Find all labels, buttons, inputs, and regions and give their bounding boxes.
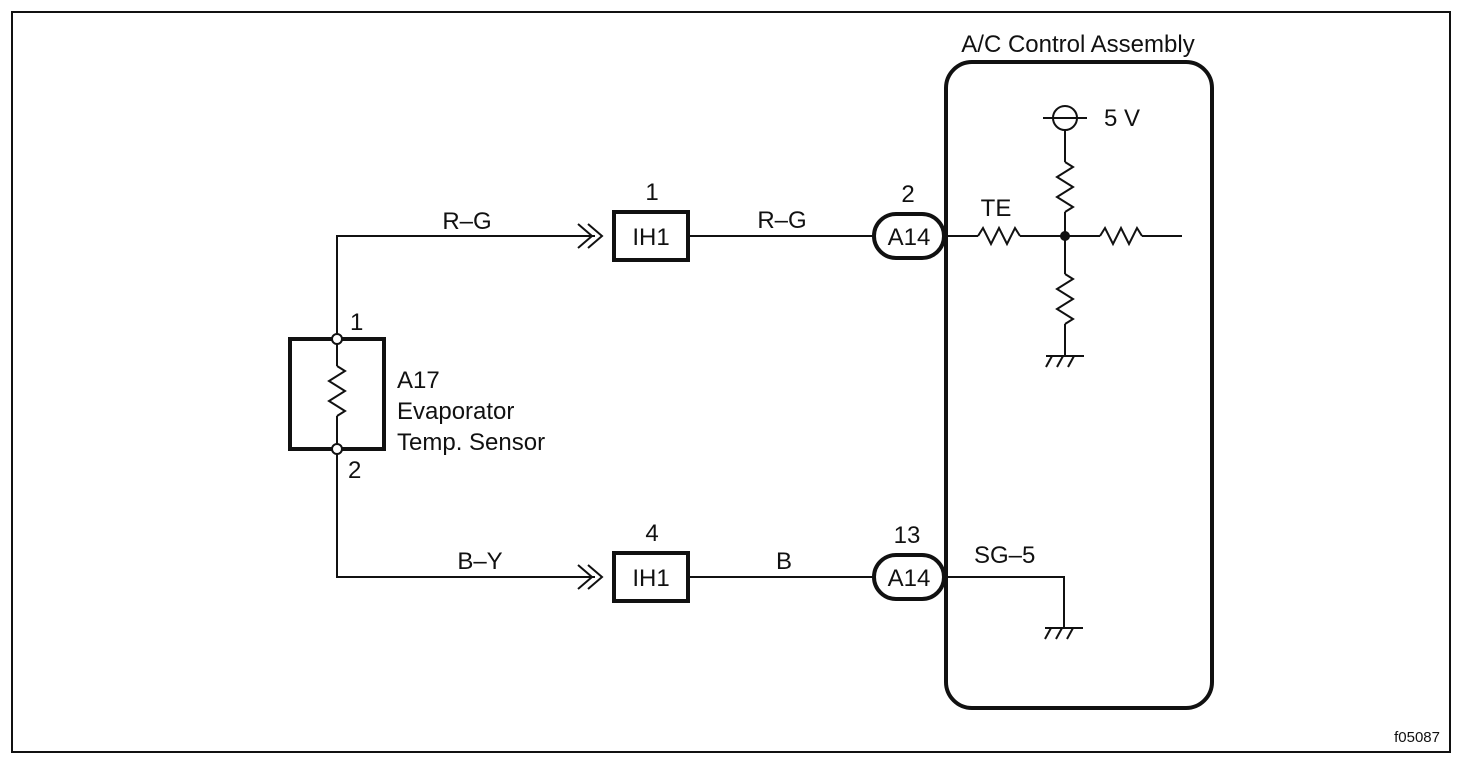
- sensor-resistor-symbol: [327, 365, 347, 417]
- ac-control-assembly-title: A/C Control Assembly: [961, 31, 1194, 58]
- ground-icon: [1045, 355, 1084, 368]
- sensor-pin-1-label: 1: [350, 309, 363, 336]
- te-resistor: [977, 225, 1021, 247]
- sensor-pin-2-terminal: [331, 443, 343, 455]
- ac-control-assembly-box: [944, 60, 1214, 710]
- right-resistor: [1099, 225, 1143, 247]
- a14-top-connector: [872, 212, 946, 260]
- ih1-top-pin: 1: [645, 179, 658, 206]
- a14-bottom-label: A14: [888, 565, 931, 592]
- sensor-pin-2-label: 2: [348, 457, 361, 484]
- supply-voltage-label: 5 V: [1104, 105, 1140, 132]
- sensor-name-line1: Evaporator: [397, 398, 514, 425]
- wire-top-right-color: R–G: [757, 207, 806, 234]
- wire-bottom-left-color: B–Y: [457, 548, 502, 575]
- ih1-top-arrow: [577, 223, 604, 249]
- evaporator-temp-sensor: [288, 333, 386, 455]
- wire-top-left-color: R–G: [442, 208, 491, 235]
- a14-bottom-pin: 13: [894, 522, 921, 549]
- a14-top-pin: 2: [901, 181, 914, 208]
- sensor-pin-1-terminal: [331, 333, 343, 345]
- ih1-top-label: IH1: [632, 224, 669, 251]
- ih1-bottom-pin: 4: [645, 520, 658, 547]
- pulldown-resistor: [1055, 273, 1075, 325]
- diagram-frame: [11, 11, 1451, 753]
- a14-top-label: A14: [888, 224, 931, 251]
- pullup-resistor: [1055, 161, 1075, 213]
- sensor-code-label: A17: [397, 367, 440, 394]
- sg5-label: SG–5: [974, 542, 1035, 569]
- wire-bottom-right-color: B: [776, 548, 792, 575]
- sensor-name-line2: Temp. Sensor: [397, 429, 545, 456]
- ground-icon: [1044, 627, 1083, 640]
- ih1-bottom-arrow: [577, 564, 604, 590]
- figure-code: f05087: [1394, 729, 1440, 746]
- wire-sensor-to-ih1-top: [336, 235, 595, 334]
- a14-bottom-connector: [872, 553, 946, 601]
- te-label: TE: [981, 195, 1012, 222]
- ih1-bottom-label: IH1: [632, 565, 669, 592]
- wire-sensor-to-ih1-bottom: [336, 454, 595, 578]
- sg5-wire: [946, 576, 1065, 628]
